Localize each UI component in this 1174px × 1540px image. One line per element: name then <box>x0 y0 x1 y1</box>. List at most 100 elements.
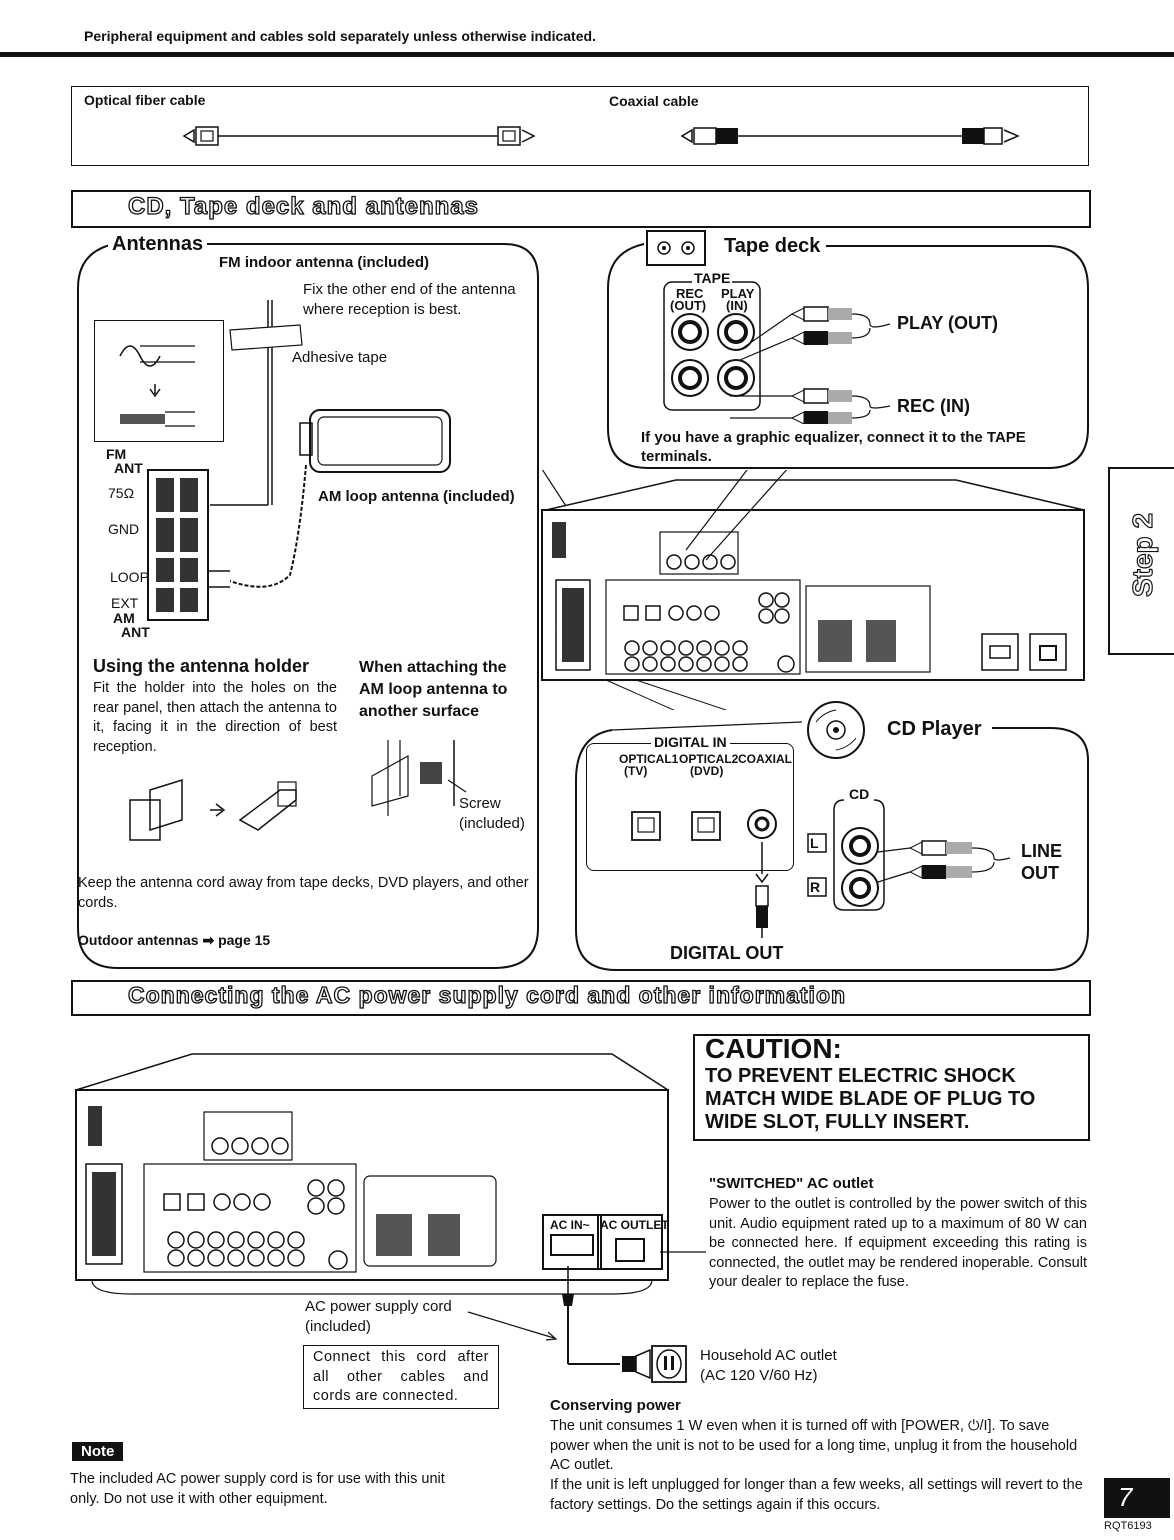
switched-outlet-text: Power to the outlet is controlled by the… <box>709 1196 1087 1290</box>
optical2-dvd-label: (DVD) <box>690 764 724 778</box>
adhesive-tape-label: Adhesive tape <box>292 349 388 366</box>
terminal-am-label: AM <box>113 610 135 626</box>
household-outlet-label: Household AC outlet <box>700 1347 837 1364</box>
side-tab-label: Step 2 <box>1126 512 1158 598</box>
play-in-label: (IN) <box>726 298 748 313</box>
tape-jack-label: TAPE <box>692 270 733 286</box>
ac-in-socket-box <box>542 1214 602 1270</box>
optical2-label: OPTICAL2 <box>679 752 739 766</box>
household-outlet-spec: (AC 120 V/60 Hz) <box>700 1367 818 1384</box>
antenna-holder-title: Using the antenna holder <box>93 656 310 676</box>
ac-in-label: AC IN~ <box>550 1218 590 1232</box>
caution-line-3: WIDE SLOT, FULLY INSERT. <box>705 1111 970 1133</box>
ac-outlet-socket-icon <box>615 1238 645 1262</box>
antennas-panel-frame <box>77 243 539 969</box>
rec-label: REC <box>676 286 704 301</box>
page-number: 7 <box>1118 1482 1133 1512</box>
header-notice: Peripheral equipment and cables sold sep… <box>84 28 596 44</box>
cd-player-title: CD Player <box>887 718 982 740</box>
connect-cord-note: Connect this cord after all other cables… <box>313 1349 489 1404</box>
section-title-cd-tape-antennas: CD, Tape deck and antennas <box>127 192 479 220</box>
cable-legend-box <box>71 86 1089 166</box>
coaxial-cable-icon <box>680 127 1020 145</box>
tape-rca-cables <box>730 306 891 424</box>
terminal-75ohm-label: 75Ω <box>108 485 135 501</box>
tape-deck-panel-frame <box>607 243 1089 469</box>
out-label: OUT <box>1021 863 1059 883</box>
cd-jack-label: CD <box>847 786 872 802</box>
rec-out-label: (OUT) <box>670 298 707 313</box>
keep-cord-away-text: Keep the antenna cord away from tape dec… <box>78 875 529 911</box>
terminal-loop-label: LOOP <box>110 569 149 585</box>
coaxial-cable-label: Coaxial cable <box>609 93 699 109</box>
fm-indoor-antenna-label: FM indoor antenna (included) <box>219 254 429 271</box>
section-title-bar-ac-power <box>71 980 1091 1016</box>
antenna-holder-illustration <box>129 778 297 841</box>
ac-in-socket-icon <box>550 1234 594 1256</box>
note-badge: Note <box>72 1442 124 1461</box>
rec-in-label: REC (IN) <box>897 396 970 416</box>
antenna-holder-text: Fit the holder into the holes on the rea… <box>93 680 337 755</box>
side-tab-step-2: Step 2 <box>1108 467 1174 655</box>
coaxial-in-label: COAXIAL <box>738 752 792 766</box>
caution-line-1: TO PREVENT ELECTRIC SHOCK <box>705 1065 1016 1087</box>
cd-disc-icon <box>807 701 865 759</box>
section-title-bar-cd-tape-antennas <box>71 190 1091 228</box>
optical1-label: OPTICAL1 <box>619 752 679 766</box>
graphic-equalizer-note: If you have a graphic equalizer, connect… <box>641 429 1026 465</box>
switched-outlet-title: "SWITCHED" AC outlet <box>709 1175 874 1192</box>
tape-deck-title: Tape deck <box>718 235 827 258</box>
conserving-power-title: Conserving power <box>550 1397 681 1414</box>
conserving-power-text-2: If the unit is left unplugged for longer… <box>550 1477 1083 1513</box>
optical1-tv-label: (TV) <box>624 764 648 778</box>
cord-pointer-line <box>467 1311 558 1341</box>
doc-code: RQT6193 <box>1104 1520 1152 1532</box>
screw-included-label: (included) <box>459 815 525 832</box>
ac-cord-label: AC power supply cord <box>305 1298 452 1315</box>
ac-outlet-box[interactable] <box>597 1214 663 1270</box>
digital-in-label: DIGITAL IN <box>651 734 730 750</box>
antennas-title: Antennas <box>108 233 208 256</box>
cd-left-label: L <box>810 835 819 851</box>
antenna-terminal-block <box>147 469 209 621</box>
fix-antenna-text: Fix the other end of the antenna where r… <box>303 281 516 318</box>
digital-out-label: DIGITAL OUT <box>670 943 784 963</box>
optical-cable-icon <box>182 126 536 146</box>
fm-wire-twist-illustration <box>119 345 195 427</box>
section-title-ac-power: Connecting the AC power supply cord and … <box>127 981 847 1008</box>
antenna-wiring-illustration <box>190 300 451 588</box>
screw-label: Screw <box>459 795 501 812</box>
line-label: LINE <box>1021 841 1063 861</box>
outdoor-antennas-link[interactable]: Outdoor antennas ➡ page 15 <box>78 932 271 948</box>
cd-right-label: R <box>810 879 821 895</box>
ac-outlet-label: AC OUTLET <box>600 1218 669 1232</box>
caution-box <box>693 1034 1090 1141</box>
header-rule <box>0 52 1174 57</box>
receiver-rear-panel-top <box>541 479 1085 710</box>
fm-wire-detail-box <box>94 320 224 442</box>
cd-line-out-jacks <box>807 799 1011 911</box>
wall-mount-illustration <box>371 740 467 816</box>
play-label: PLAY <box>721 286 755 301</box>
am-loop-antenna-label: AM loop antenna (included) <box>318 488 515 505</box>
digital-in-jacks <box>631 809 777 938</box>
note-text: The included AC power supply cord is for… <box>70 1471 445 1507</box>
play-out-label: PLAY (OUT) <box>897 313 999 333</box>
page-number-box: 7 <box>1104 1478 1170 1518</box>
terminal-fm-label: FM <box>106 446 127 462</box>
caution-title: CAUTION: <box>705 1033 842 1064</box>
caution-line-2: MATCH WIDE BLADE OF PLUG TO <box>705 1088 1036 1110</box>
terminal-gnd-label: GND <box>108 521 140 537</box>
attach-surface-title: When attaching the AM loop antenna to an… <box>359 659 508 720</box>
ac-cord-included-label: (included) <box>305 1318 371 1335</box>
conserving-power-text-1: The unit consumes 1 W even when it is tu… <box>550 1418 1078 1473</box>
terminal-fm-ant-label: ANT <box>114 460 143 476</box>
connect-cord-note-box: Connect this cord after all other cables… <box>303 1345 499 1409</box>
ac-power-cord-illustration <box>562 1251 706 1383</box>
terminal-am-ant-label: ANT <box>121 624 150 640</box>
tape-to-receiver-leader-lines <box>541 470 788 630</box>
cassette-icon <box>646 230 706 266</box>
terminal-ext-label: EXT <box>111 595 139 611</box>
cd-player-panel-frame <box>575 721 1089 971</box>
optical-cable-label: Optical fiber cable <box>84 92 206 108</box>
